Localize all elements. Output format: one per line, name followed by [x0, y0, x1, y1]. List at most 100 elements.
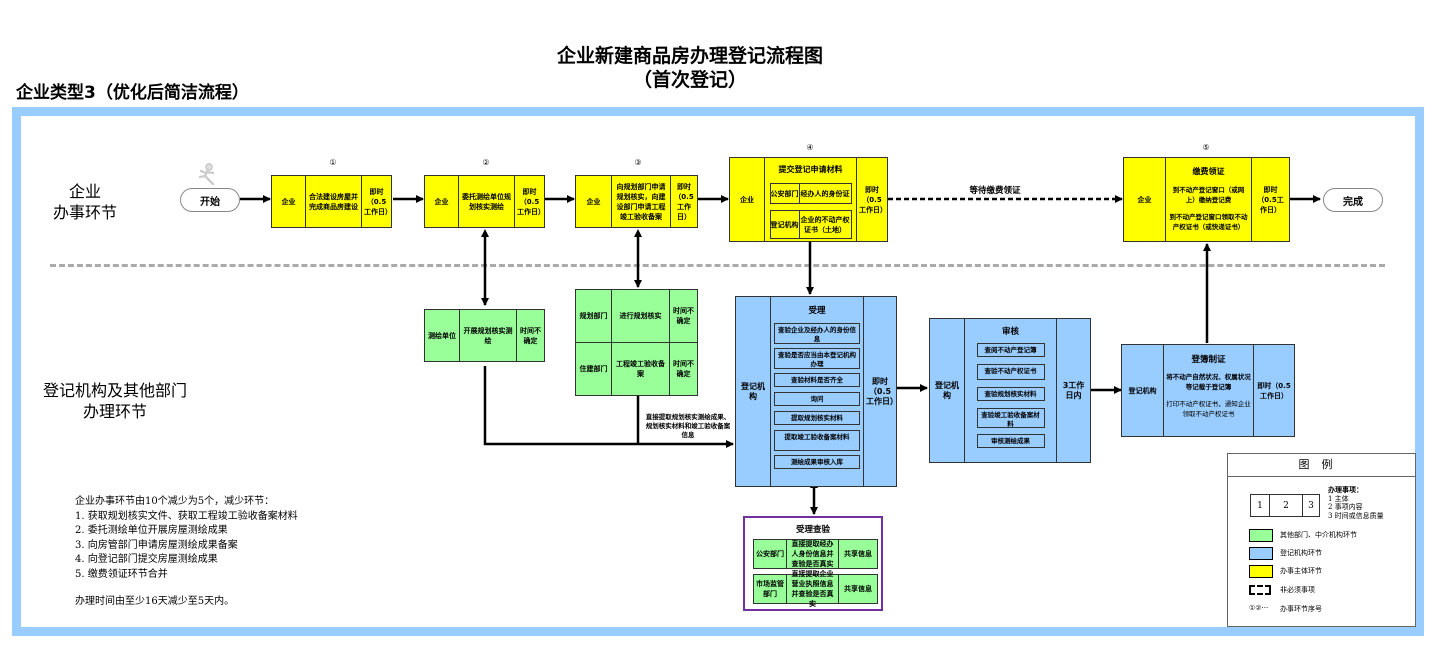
title-line2: （首次登记）	[632, 69, 747, 91]
lane-divider	[50, 264, 1385, 267]
acceptance-item: 测绘成果审核入库	[774, 455, 860, 469]
step1-content: 合法建设房屋并完成商品房建设	[305, 176, 361, 227]
step2-actor: 企业	[434, 197, 449, 206]
step4-content: 提交登记申请材料 公安部门 经办人的身份证 登记机构 企业的不动产权证书（土地）	[764, 158, 856, 241]
survey-content: 开展规划核实测绘	[459, 310, 516, 361]
check-row1-content: 直接提取经办人身份信息并查验是否真实	[786, 540, 838, 568]
lane-label-registry: 登记机构及其他部门 办理环节	[40, 380, 190, 422]
step1-time: 即时（0.5工作日）	[361, 176, 392, 227]
step4-row-1: 公安部门 经办人的身份证	[769, 183, 852, 204]
legend-label-sequence: 办事环节序号	[1280, 605, 1322, 613]
registration-actor: 登记机构	[1128, 386, 1157, 395]
acceptance-item: 提取竣工验收备案材料	[774, 430, 860, 451]
step4-time: 即时（0.5工作日）	[856, 158, 887, 241]
legend-swatch-green	[1249, 529, 1273, 542]
review-time: 3工作日内	[1056, 319, 1090, 462]
step4-row1-item: 经办人的身份证	[800, 189, 850, 198]
enterprise-type-label: 企业类型3（优化后简洁流程）	[16, 83, 249, 103]
legend-sample-box: 1 2 3	[1250, 494, 1320, 517]
review-item: 审核测绘成果	[976, 434, 1045, 448]
acceptance-step: 登记机构 受理 查验企业及经办人的身份信息 查验是否应当由本登记机构办理 查验材…	[735, 296, 898, 487]
review-item: 查验规划核实材料	[976, 387, 1045, 401]
check-row1-mode: 共享信息	[838, 540, 877, 568]
step2-time: 即时（0.5工作日）	[514, 176, 545, 227]
legend-sequence-symbol: ①②···	[1249, 604, 1269, 612]
step1-actor: 企业	[281, 197, 296, 206]
legend-label-optional: 非必须事项	[1280, 586, 1315, 594]
notes-summary: 办理时间由至少16天减少至5天内。	[75, 596, 235, 607]
acceptance-content: 受理 查验企业及经办人的身份信息 查验是否应当由本登记机构办理 查验材料是否齐全…	[770, 297, 863, 486]
registration-title: 登簿制证	[1191, 355, 1226, 365]
acceptance-item: 查验材料是否齐全	[774, 373, 860, 387]
lane-enterprise-line1: 企业	[68, 182, 101, 201]
registration-line2: 打印不动产权证书，通知企业领取不动产权证书	[1166, 400, 1251, 418]
step4-row-2: 登记机构 企业的不动产权证书（土地）	[769, 210, 852, 239]
step5-line2: 到不动产登记窗口领取不动产权证书（或快递证书）	[1169, 213, 1248, 231]
end-terminal: 完成	[1323, 188, 1383, 212]
check-row-market: 市场监管部门 直接提取企业营业执照信息并查验是否真实 共享信息	[753, 570, 878, 608]
lane-registry-line1: 登记机构及其他部门	[42, 381, 187, 400]
step-number-3: ③	[634, 158, 642, 167]
lane-registry-line2: 办理环节	[82, 402, 147, 421]
check-row1-dept: 公安部门	[756, 550, 784, 558]
survey-time: 时间不确定	[516, 310, 544, 361]
review-actor: 登记机构	[935, 380, 959, 400]
step3-actor: 企业	[586, 197, 601, 206]
acceptance-title: 受理	[808, 306, 826, 316]
survey-unit-step: 测绘单位 开展规划核实测绘 时间不确定	[424, 309, 545, 362]
check-row-police: 公安部门 直接提取经办人身份信息并查验是否真实 共享信息	[753, 539, 878, 569]
legend-label-blue: 登记机构环节	[1280, 549, 1322, 557]
step5-time: 即时（0.5工作日）	[1251, 158, 1289, 241]
note-line: 1. 获取规划核实文件、获取工程竣工验收备案材料	[75, 510, 298, 522]
step2-content: 委托测绘单位规划核实测绘	[458, 176, 514, 227]
legend-matters-title: 办理事项：	[1328, 485, 1363, 494]
note-line: 4. 向登记部门提交房屋测绘成果	[75, 554, 218, 565]
registration-content: 登簿制证 将不动产自然状况、权属状况等记载于登记簿 打印不动产权证书，通知企业领…	[1163, 345, 1253, 436]
acceptance-actor: 登记机构	[741, 381, 765, 401]
enterprise-step-4: 企业 提交登记申请材料 公安部门 经办人的身份证 登记机构 企业的不动产权证书（…	[729, 157, 888, 242]
direct-fetch-note: 直接提取规划核实测绘成果、规划核实材料和竣工验收备案信息	[645, 413, 731, 439]
housing-time: 时间不确定	[669, 343, 697, 395]
review-item: 查验不动产权证书	[976, 364, 1045, 380]
step5-title: 缴费领证	[1192, 167, 1225, 176]
review-title: 审核	[1001, 327, 1019, 337]
legend-sample-cell: 3	[1308, 500, 1314, 511]
step5-content: 缴费领证 到不动产登记窗口（或网上）缴纳登记费 到不动产登记窗口领取不动产权证书…	[1165, 158, 1251, 241]
enterprise-step-5: 企业 缴费领证 到不动产登记窗口（或网上）缴纳登记费 到不动产登记窗口领取不动产…	[1123, 157, 1290, 242]
acceptance-check-title: 受理查验	[795, 525, 830, 535]
notes-block: 企业办事环节由10个减少为5个，减少环节： 1. 获取规划核实文件、获取工程竣工…	[75, 495, 375, 610]
lane-label-enterprise: 企业 办事环节	[40, 181, 130, 223]
legend-matters: 办理事项： 1 主体 2 事项内容 3 时间或信息质量	[1328, 485, 1384, 520]
line-survey-to-acceptance	[483, 366, 734, 448]
housing-content: 工程竣工验收备案	[611, 343, 669, 395]
acceptance-item: 查验是否应当由本登记机构办理	[774, 348, 860, 369]
dept-steps-group: 规划部门 进行规划核实 时间不确定 住建部门 工程竣工验收备案 时间不确定	[575, 289, 698, 396]
enterprise-step-2: 企业 委托测绘单位规划核实测绘 即时（0.5工作日）	[424, 175, 545, 228]
wait-label: 等待缴费领证	[969, 186, 1021, 196]
acceptance-item: 查验企业及经办人的身份信息	[774, 323, 860, 344]
step5-actor: 企业	[1137, 195, 1152, 204]
legend-label-green: 其他部门、中介机构环节	[1280, 531, 1357, 539]
planning-dept-step: 规划部门 进行规划核实 时间不确定	[576, 290, 697, 343]
check-row2-content: 直接提取企业营业执照信息并查验是否真实	[786, 570, 838, 608]
registration-time: 即时（0.5工作日）	[1253, 345, 1294, 436]
legend-swatch-yellow	[1249, 565, 1273, 578]
step-number-5: ⑤	[1202, 143, 1210, 152]
step3-time: 即时（0.5工作日）	[670, 176, 697, 227]
note-line: 企业办事环节由10个减少为5个，减少环节：	[75, 496, 275, 507]
registration-step: 登记机构 登簿制证 将不动产自然状况、权属状况等记载于登记簿 打印不动产权证书，…	[1121, 344, 1295, 437]
step-number-2: ②	[482, 158, 490, 167]
step4-actor: 企业	[740, 195, 754, 204]
step4-row2-dept: 登记机构	[771, 211, 800, 238]
legend-dashed-box-icon	[1249, 585, 1271, 595]
legend-matter: 2 事项内容	[1328, 503, 1363, 511]
legend-matter: 1 主体	[1328, 494, 1349, 503]
legend-swatch-blue	[1249, 547, 1273, 560]
review-step: 登记机构 审核 查阅不动产登记簿 查验不动产权证书 查验规划核实材料 查验竣工验…	[929, 318, 1091, 463]
review-item: 查验竣工验收备案材料	[976, 408, 1045, 428]
housing-dept-step: 住建部门 工程竣工验收备案 时间不确定	[576, 343, 697, 395]
step-number-4: ④	[806, 143, 814, 152]
start-terminal: 开始	[180, 188, 240, 212]
planning-actor: 规划部门	[579, 312, 608, 320]
